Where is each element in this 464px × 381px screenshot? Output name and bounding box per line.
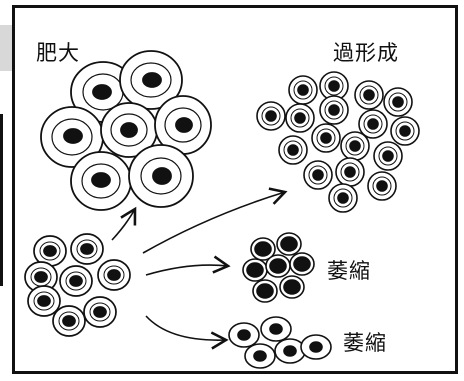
small-cell — [355, 81, 383, 109]
shrunken-cell — [245, 344, 275, 368]
shrunken-cell — [277, 233, 301, 255]
label-hyperplasia: 過形成 — [333, 37, 399, 67]
normal-cell — [84, 297, 116, 327]
small-cell — [289, 76, 317, 104]
small-cell — [341, 132, 369, 160]
shrunken-cell — [243, 259, 267, 281]
shrunken-cell — [253, 280, 277, 302]
small-cell — [391, 117, 419, 145]
normal-cell — [53, 306, 85, 336]
normal-cell — [60, 266, 92, 296]
small-cell — [374, 142, 402, 170]
normal-cell — [28, 286, 60, 316]
small-cell — [312, 124, 340, 152]
small-cell — [320, 96, 348, 124]
hypertrophy-cells — [41, 51, 211, 210]
shrunken-cell — [280, 276, 304, 298]
small-cell — [368, 172, 396, 200]
small-cell — [286, 104, 314, 132]
small-cell — [304, 161, 332, 189]
arrow-to-hypertrophy — [112, 209, 135, 240]
label-atrophy-1: 萎縮 — [327, 255, 371, 285]
atrophy-cells-1 — [243, 233, 314, 302]
shrunken-cell — [275, 339, 305, 363]
label-atrophy-2: 萎縮 — [343, 327, 387, 357]
label-hypertrophy: 肥大 — [36, 37, 80, 67]
hyperplasia-cells — [257, 72, 419, 212]
small-cell — [279, 136, 307, 164]
small-cell — [336, 158, 364, 186]
atrophy-cells-2 — [229, 317, 331, 368]
normal-cell — [71, 234, 103, 264]
large-cell — [71, 152, 131, 210]
large-cell — [129, 145, 193, 207]
small-cell — [329, 184, 357, 212]
arrow-to-atrophy-2 — [146, 316, 226, 340]
shrunken-cell — [229, 323, 259, 347]
normal-cell — [98, 260, 130, 290]
shrunken-cell — [290, 253, 314, 275]
arrow-to-atrophy-1 — [146, 265, 228, 275]
normal-cells — [25, 234, 130, 336]
shrunken-cell — [266, 255, 290, 277]
small-cell — [384, 88, 412, 116]
shrunken-cell — [261, 317, 291, 341]
shrunken-cell — [301, 335, 331, 359]
small-cell — [257, 102, 285, 130]
